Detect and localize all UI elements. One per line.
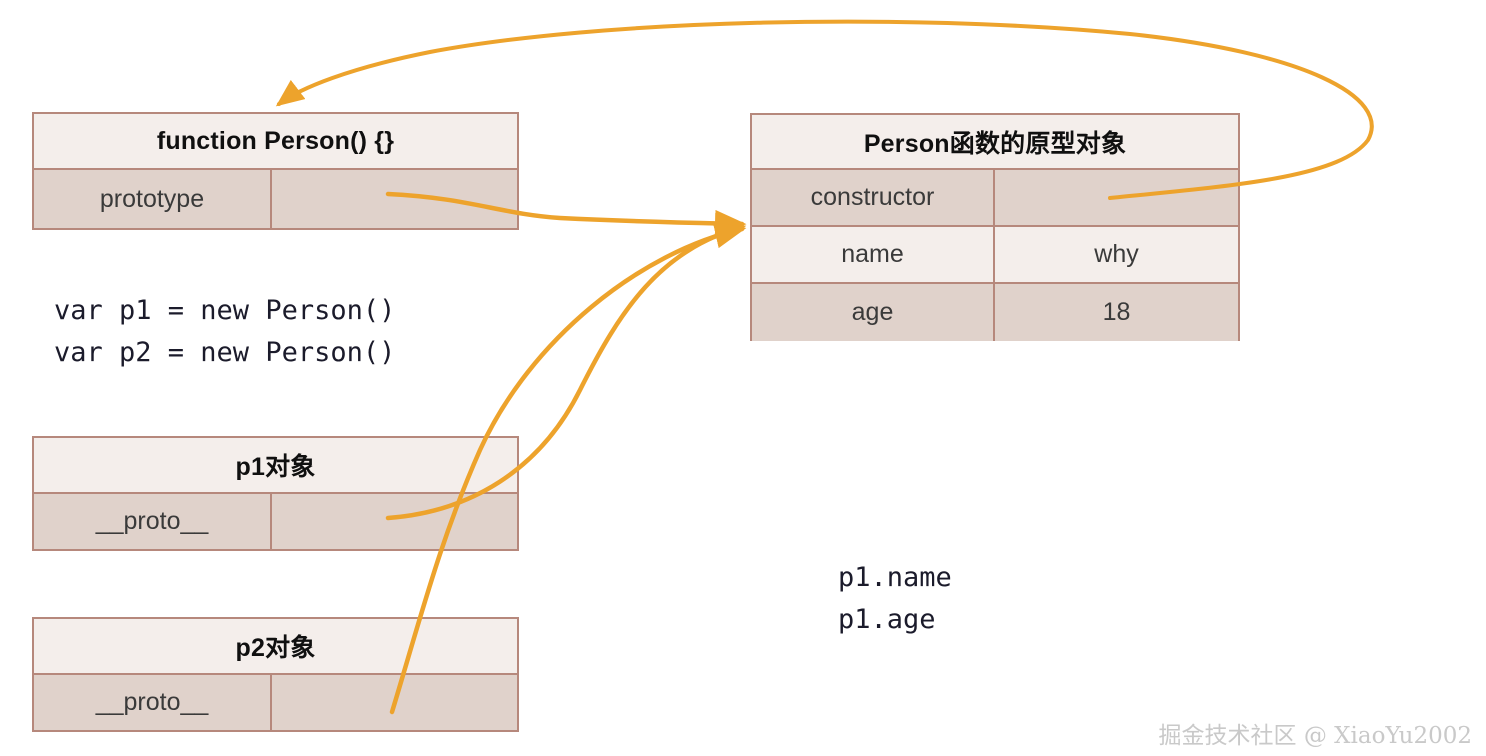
- table-row: prototype: [34, 170, 517, 228]
- prototype-value: [272, 170, 517, 228]
- table-row: __proto__: [34, 675, 517, 730]
- p1-proto-key: __proto__: [34, 494, 272, 549]
- p1-proto-value: [272, 494, 517, 549]
- age-value: 18: [1102, 298, 1131, 326]
- p1-object-header: p1对象: [34, 438, 517, 494]
- person-function-header: function Person() {}: [34, 114, 517, 170]
- property-access-code: p1.name p1.age: [838, 562, 952, 635]
- table-row: age 18: [752, 284, 1238, 341]
- name-key: name: [752, 227, 995, 282]
- watermark: 掘金技术社区 @ XiaoYu2002: [1158, 723, 1472, 749]
- prototype-key: prototype: [34, 170, 272, 228]
- table-row: constructor: [752, 170, 1238, 227]
- constructor-key: constructor: [752, 170, 995, 225]
- age-key: age: [752, 284, 995, 341]
- prototype-object-header: Person函数的原型对象: [752, 115, 1238, 170]
- p2-object-header: p2对象: [34, 619, 517, 675]
- p2-proto-key: __proto__: [34, 675, 272, 730]
- table-row: name why: [752, 227, 1238, 284]
- p1-object-box: p1对象 __proto__: [32, 436, 519, 551]
- person-function-box: function Person() {} prototype: [32, 112, 519, 230]
- prototype-object-box: Person函数的原型对象 constructor name why age 1…: [750, 113, 1240, 341]
- p2-object-box: p2对象 __proto__: [32, 617, 519, 732]
- constructor-value: [995, 170, 1238, 225]
- instantiation-code: var p1 = new Person() var p2 = new Perso…: [54, 295, 396, 368]
- name-value: why: [1094, 240, 1139, 268]
- p2-proto-value: [272, 675, 517, 730]
- table-row: __proto__: [34, 494, 517, 549]
